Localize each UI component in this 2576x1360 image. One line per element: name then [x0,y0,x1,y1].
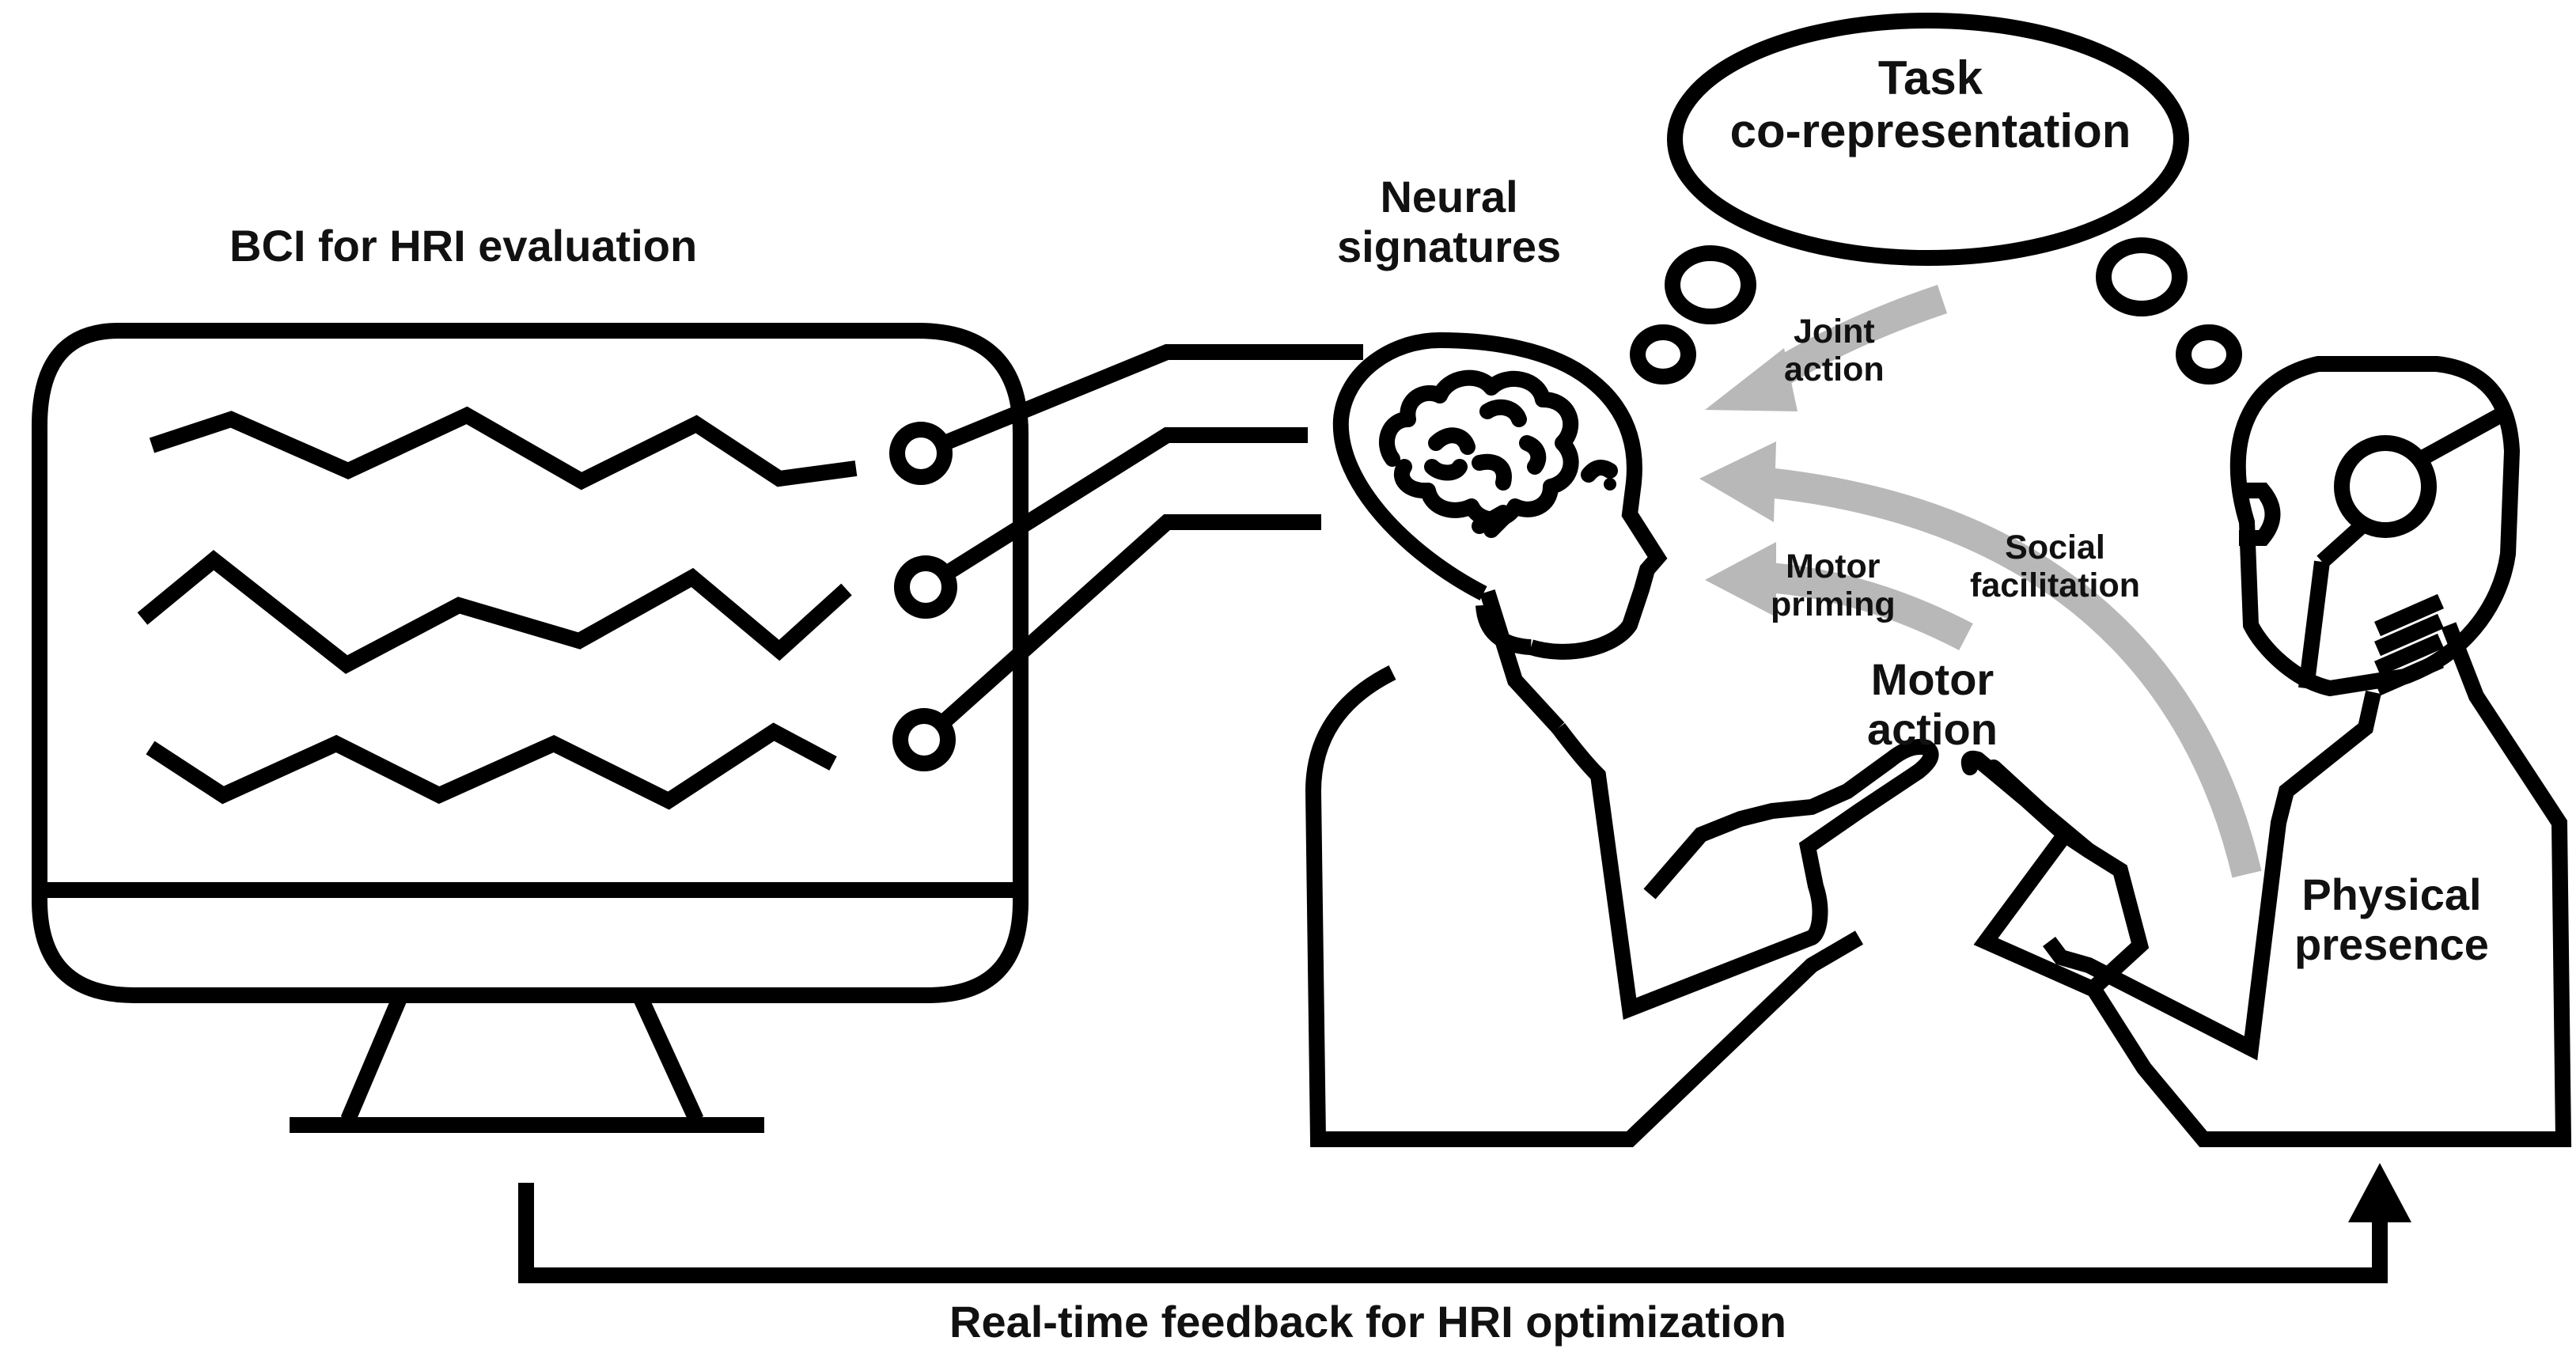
bci-label: BCI for HRI evaluation [229,221,698,271]
joint-action-label: Joint action [1784,313,1885,389]
motor-priming-arrow [1767,563,1973,650]
task-co-representation-label: Task co-representation [1729,51,2131,158]
monitor-icon [32,323,1029,1133]
motor-action-label: Motor action [1867,654,1998,754]
electrode-2 [894,555,957,619]
feedback-arrow [518,1163,2411,1283]
motor-priming-label: Motor priming [1771,547,1896,624]
human-head-icon [1332,331,1668,660]
cable-1 [941,344,1363,451]
robot-icon [1960,356,2572,1147]
brain-icon [1378,369,1579,538]
social-facilitation-label: Social facilitation [1970,528,2141,605]
eeg-signal-traces [137,406,858,810]
cable-3 [936,514,1321,730]
electrode-cables [889,344,1363,771]
thought-cloud [1667,13,2189,266]
physical-presence-label: Physical presence [2294,869,2489,969]
electrode-3 [892,708,956,771]
thought-bubble-icon [1630,13,2242,385]
eeg-trace-1 [149,406,858,491]
feedback-label: Real-time feedback for HRI optimization [949,1297,1786,1347]
electrode-1 [889,422,953,485]
social-facilitation-arrow [1766,468,2262,878]
influence-arrows [1699,284,2262,878]
human-figure [1305,331,1939,1147]
eeg-trace-2 [137,550,852,674]
cable-2 [941,427,1308,581]
neural-signatures-label: Neural signatures [1337,172,1562,271]
eeg-trace-3 [146,722,837,810]
